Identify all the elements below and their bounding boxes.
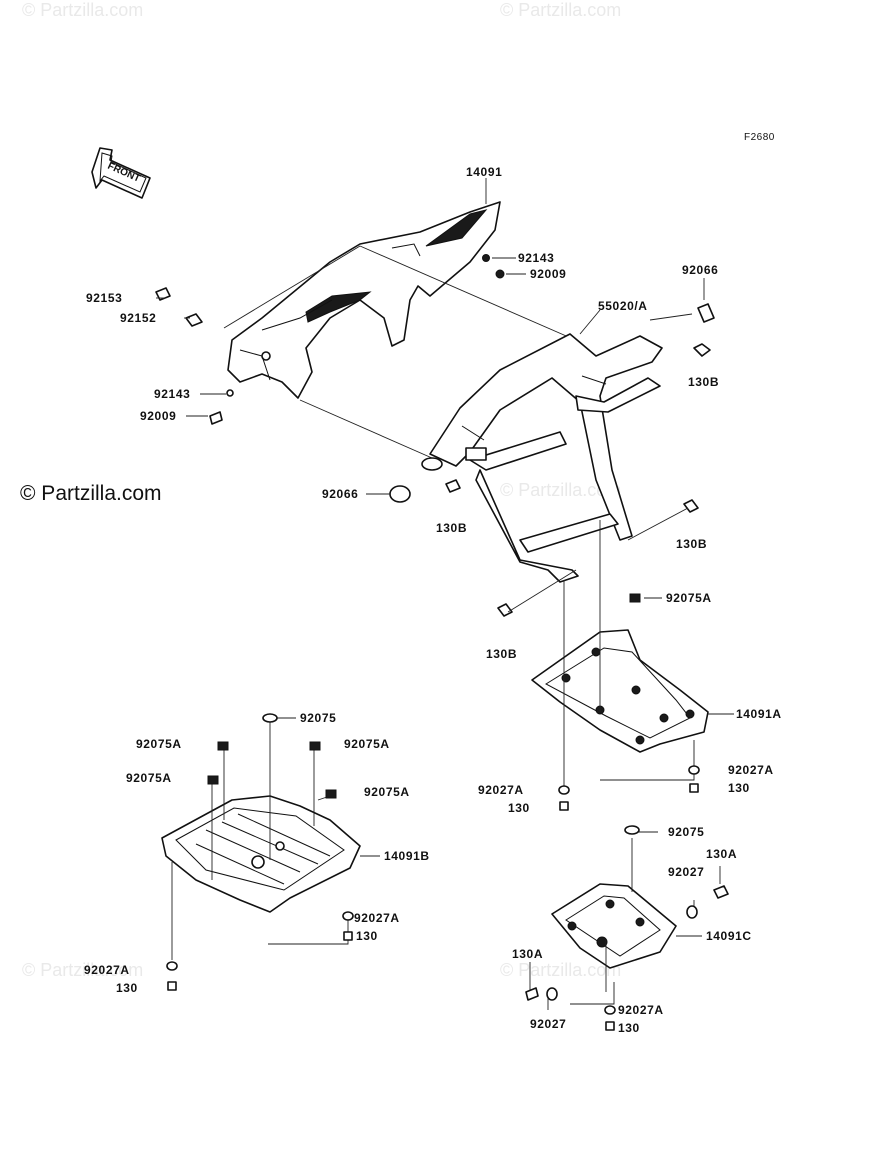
- label-130A-a: 130A: [706, 847, 737, 861]
- part-130B-a: [693, 343, 711, 357]
- part-92152: [185, 313, 203, 327]
- watermark-mid-right: © Partzilla.com: [500, 480, 621, 500]
- part-92066-a: [697, 303, 715, 323]
- label-130A-b: 130A: [512, 947, 543, 961]
- label-92027A-b: 92027A: [478, 783, 524, 797]
- label-92009-b: 92009: [140, 409, 176, 423]
- watermark-bottom-left: © Partzilla.com: [22, 960, 143, 980]
- label-92009-a: 92009: [530, 267, 566, 281]
- brand-label: © Partzilla.com: [20, 482, 162, 505]
- part-55020-front-guard-frame: [421, 333, 663, 583]
- part-14091A-skid-plate: [531, 629, 709, 753]
- label-92143-b: 92143: [154, 387, 190, 401]
- label-92027-a: 92027: [668, 865, 704, 879]
- label-14091B: 14091B: [384, 849, 430, 863]
- watermark-top-right: © Partzilla.com: [500, 0, 621, 20]
- label-130-a: 130: [728, 781, 750, 795]
- label-92027A-e: 92027A: [618, 1003, 664, 1017]
- hardware: [155, 254, 715, 617]
- label-92075A-a: 92075A: [666, 591, 712, 605]
- label-92066-b: 92066: [322, 487, 358, 501]
- label-92027A-d: 92027A: [84, 963, 130, 977]
- label-130-b: 130: [508, 801, 530, 815]
- part-14091B-skid-plate: [161, 795, 361, 913]
- part-92009-b: [209, 411, 223, 425]
- label-92027-b: 92027: [530, 1017, 566, 1031]
- lower-hardware: [166, 593, 729, 1031]
- label-55020: 55020/A: [598, 299, 648, 313]
- label-92027A-c: 92027A: [354, 911, 400, 925]
- part-92009-a: [495, 269, 505, 279]
- front-arrow-icon: FRONT: [91, 147, 151, 199]
- part-92143-b: [226, 389, 234, 397]
- label-14091: 14091: [466, 165, 502, 179]
- label-92075A-c: 92075A: [344, 737, 390, 751]
- label-130B-b: 130B: [436, 521, 467, 535]
- part-92143-a: [482, 254, 490, 262]
- watermarks: © Partzilla.com © Partzilla.com © Partzi…: [22, 0, 621, 980]
- label-92066-a: 92066: [682, 263, 718, 277]
- label-92027A-a: 92027A: [728, 763, 774, 777]
- part-130B-d: [497, 603, 513, 617]
- part-14091C-skid-plate: [551, 883, 677, 969]
- label-130-c: 130: [356, 929, 378, 943]
- label-130B-d: 130B: [486, 647, 517, 661]
- label-14091C: 14091C: [706, 929, 752, 943]
- part-14091-front-cover: [227, 201, 501, 399]
- label-92075-b: 92075: [668, 825, 704, 839]
- part-92066-b: [389, 485, 411, 503]
- label-92075A-e: 92075A: [364, 785, 410, 799]
- label-14091A: 14091A: [736, 707, 782, 721]
- label-130B-c: 130B: [676, 537, 707, 551]
- label-92143-a: 92143: [518, 251, 554, 265]
- label-92075-a: 92075: [300, 711, 336, 725]
- figure-code: F2680: [744, 132, 775, 143]
- label-130B-a: 130B: [688, 375, 719, 389]
- label-92075A-d: 92075A: [126, 771, 172, 785]
- label-92153: 92153: [86, 291, 122, 305]
- leader-lines: [156, 178, 734, 1010]
- part-130B-c: [683, 499, 699, 513]
- label-92152: 92152: [120, 311, 156, 325]
- label-130-d: 130: [116, 981, 138, 995]
- label-130-e: 130: [618, 1021, 640, 1035]
- part-130B-b: [445, 479, 461, 493]
- label-92075A-b: 92075A: [136, 737, 182, 751]
- part-labels: 14091 92143 92009 92066 92153 92152 5502…: [84, 165, 782, 1035]
- part-92153: [155, 287, 171, 301]
- watermark-top-left: © Partzilla.com: [22, 0, 143, 20]
